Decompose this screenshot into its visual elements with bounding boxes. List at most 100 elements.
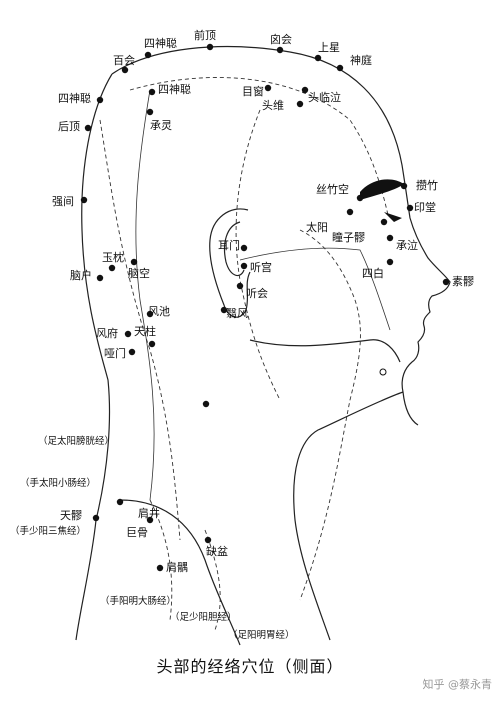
label-chengling: 承灵 [150,119,172,132]
label-naohu: 脑户 [70,269,92,282]
meridian-line-1 [129,77,389,216]
dot-chengling [146,108,154,116]
dot-shangxing [314,54,322,62]
label-fengchi: 风池 [148,305,170,318]
label-yintang: 印堂 [414,201,436,214]
jaw [249,339,401,363]
meridian-solid-2 [135,89,155,501]
dot-ermen [240,244,248,252]
dot-xinhui [276,46,284,54]
dot-tinggong [240,262,248,270]
dot-jugu [146,516,154,524]
dot-queque [204,536,212,544]
dot-yifeng [220,306,228,314]
meridian-small-intestine: （手太阳小肠经） [20,478,97,489]
dot-muchuang [264,84,272,92]
label-xinhui: 囟会 [270,33,292,46]
dot-naohu [96,274,104,282]
label-yifeng: 翳风 [226,307,248,320]
label-tianliao: 天髎 [60,509,82,522]
meridian-line-6 [204,529,221,631]
dot-qiangjian [80,196,88,204]
dot-sibai [386,258,394,266]
meridian-line-3 [235,109,281,401]
meridian-line-4 [299,229,361,601]
label-cuanzhu: 攒竹 [416,179,438,192]
dot-sishencong-top [144,51,152,59]
dot-houding [84,124,92,132]
label-tinggong: 听宫 [250,261,272,274]
meridian-bladder: （足太阳膀胱经） [38,436,115,447]
meridian-solid-1 [239,247,391,331]
label-sishencong-inner: 四神聪 [158,83,191,96]
dot-shenting [336,64,344,72]
label-qianding: 前顶 [194,29,216,42]
label-taiyang: 太阳 [306,221,328,234]
neck-front [293,391,404,641]
label-ermen: 耳门 [218,239,240,252]
label-jianyu: 肩髃 [166,561,188,574]
dot-cuanzhu [400,182,408,190]
diagram-caption: 头部的经络穴位（侧面） [156,657,344,676]
label-touwei: 头维 [262,99,284,112]
eyebrow [360,179,404,200]
dot-tianzhu [148,340,156,348]
dot-jianyu [156,564,164,572]
label-yuzhen: 玉枕 [102,251,124,264]
label-naokong: 脑空 [128,267,150,280]
label-sizhukong: 丝竹空 [316,183,349,196]
dot-touwei [296,100,304,108]
dot-yamen [128,348,136,356]
dot-suliao [442,278,450,286]
dot-yuzhen [108,264,116,272]
label-qiangjian: 强间 [52,195,74,208]
label-muchuang: 目窗 [242,85,264,98]
label-fengfu: 风府 [96,327,118,340]
dot-qianding [206,43,214,51]
shoulder [119,499,241,646]
head-profile [111,45,451,426]
dot-sishencong-left [96,96,104,104]
dot-fengchi [146,310,154,318]
label-sibai: 四白 [362,267,384,280]
dot-tinghui [236,282,244,290]
eye [384,212,402,222]
label-sishencong-top: 四神聪 [144,37,177,50]
label-baihui: 百会 [113,54,135,67]
meridian-large-intestine: （手阳明大肠经） [100,596,177,607]
label-houding: 后顶 [58,120,80,133]
label-sishencong-left: 四神聪 [58,92,91,105]
dot-sishencong-inner [148,88,156,96]
label-queque: 缺盆 [206,545,228,558]
dot-yintang [406,204,414,212]
dot-tianliao [92,514,100,522]
label-suliao: 素髎 [452,275,474,288]
label-shangxing: 上星 [318,41,340,54]
ear [209,208,251,318]
dot-jianjing [116,498,124,506]
label-jugu: 巨骨 [126,526,148,539]
dot-neck [202,400,210,408]
mouth-corner-marker [379,368,387,376]
dot-chengqi [386,234,394,242]
acupoint-dots [80,43,450,572]
dot-fengfu [124,330,132,338]
label-jianjing: 肩井 [138,507,160,520]
watermark: 知乎 @蔡永青 [422,678,493,691]
meridian-gallbladder: （足少阳胆经） [170,612,237,623]
label-chengqi: 承泣 [396,239,418,252]
label-shenting: 神庭 [350,54,372,67]
label-tongziliao: 瞳子髎 [332,231,365,244]
label-tianzhu: 天柱 [134,325,156,338]
dot-toulinqi [301,86,309,94]
meridian-stomach: （足阳明胃经） [228,630,295,641]
label-yamen: 哑门 [104,347,126,360]
dot-sizhukong [356,194,364,202]
label-toulinqi: 头临泣 [308,91,341,104]
dot-taiyang [346,208,354,216]
skull-back [75,73,113,641]
label-tinghui: 听会 [246,287,268,300]
meridian-line-2 [99,119,181,541]
dot-baihui [121,66,129,74]
